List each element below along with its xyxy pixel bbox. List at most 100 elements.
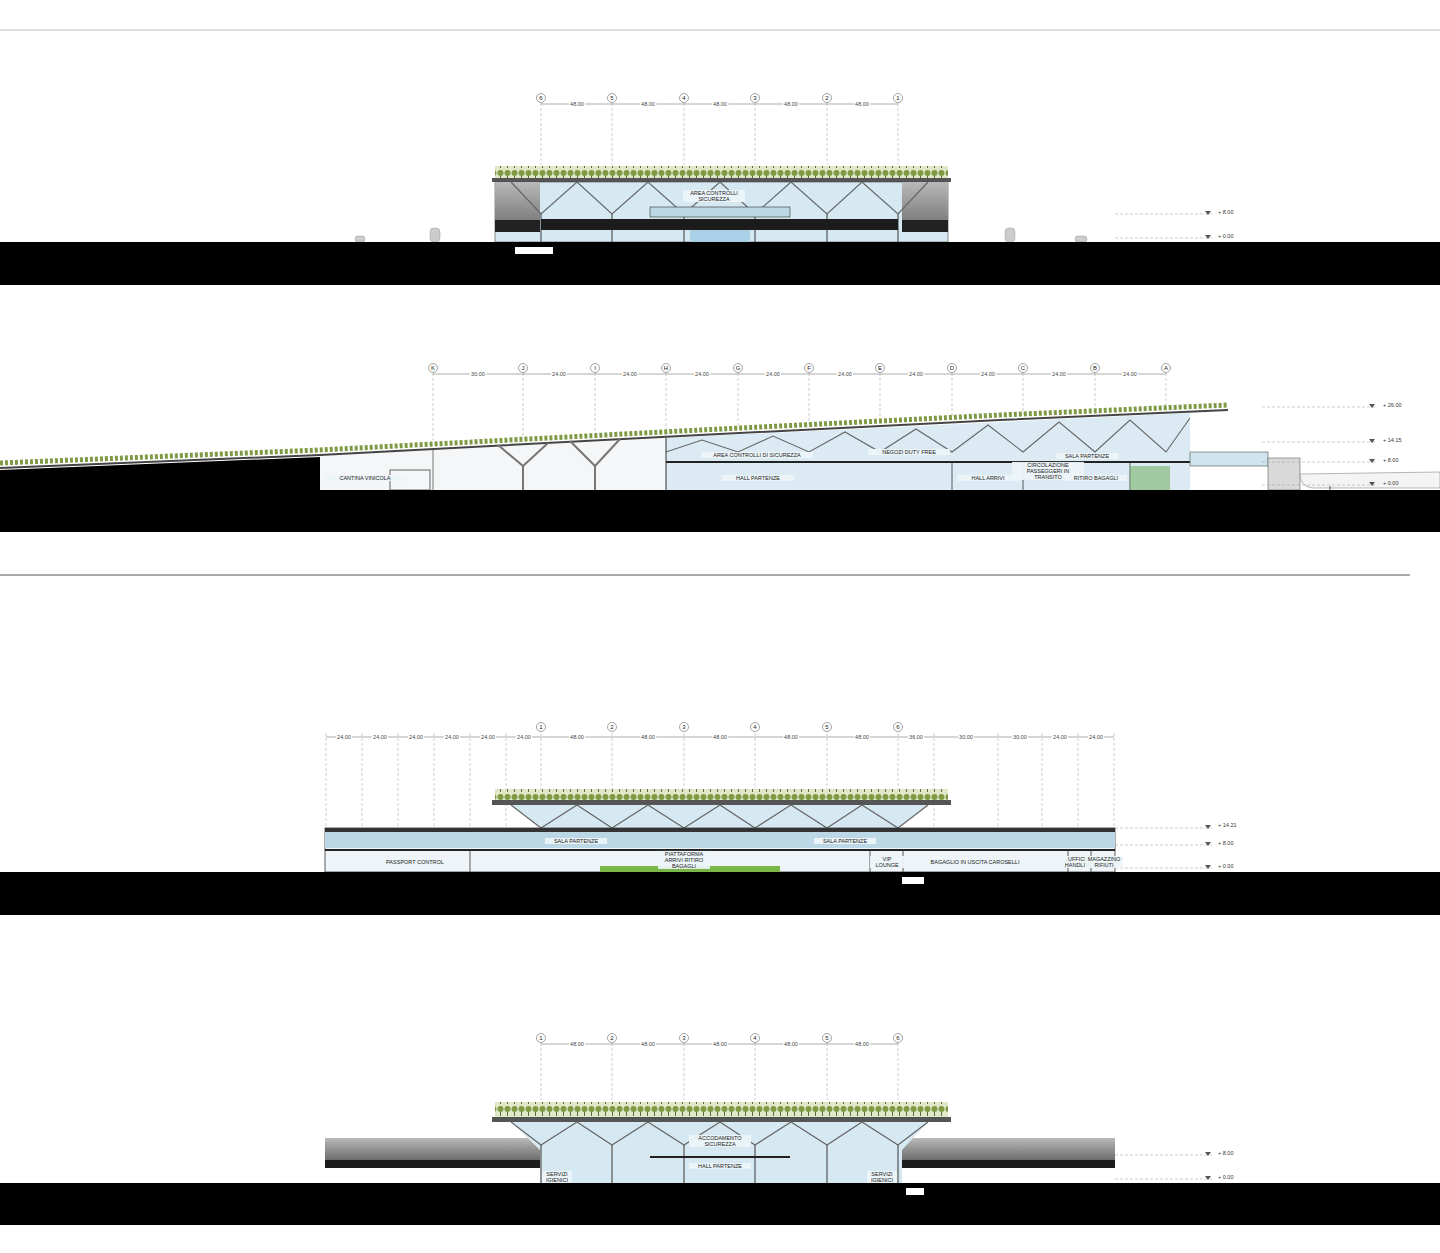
- dimension-label: 36.00: [908, 734, 924, 740]
- grid-axis-label: 6: [896, 724, 899, 731]
- dimension-label: 48.00: [712, 1041, 728, 1047]
- room-label: SERVIZI IGIENICI: [542, 1171, 572, 1183]
- room-label: PIATTAFORMA ARRIVI RITIRO BAGAGLI: [658, 851, 710, 869]
- dimension-label: 48.00: [783, 734, 799, 740]
- section-4: [0, 1034, 1440, 1226]
- grid-axis-label: 3: [682, 1035, 685, 1042]
- grid-axis-label: 4: [753, 724, 756, 731]
- dimension-label: 48.00: [569, 101, 585, 107]
- grid-axis-label: 2: [825, 95, 828, 102]
- room-label: AREA CONTROLLI SICUREZZA: [683, 190, 745, 202]
- dimension-label: 48.00: [640, 101, 656, 107]
- room-label: NEGOZI DUTY FREE: [868, 449, 950, 455]
- grid-axis-label: 5: [610, 95, 613, 102]
- room-label: SALA PARTENZE: [814, 838, 876, 844]
- room-label: RITIRO BAGAGLI: [1065, 475, 1127, 481]
- grid-axis-label: 2: [610, 724, 613, 731]
- grid-axis-label: H: [664, 365, 668, 372]
- level-mark: + 8.00: [1218, 209, 1233, 215]
- grid-axis-label: C: [1021, 365, 1025, 372]
- dimension-label: 24.00: [1088, 734, 1104, 740]
- dimension-label: 30.00: [470, 371, 486, 377]
- room-label: AREA CONTROLLI DI SICUREZZA: [701, 452, 813, 458]
- room-label: SALA PARTENZE: [545, 838, 607, 844]
- dimension-label: 48.00: [854, 1041, 870, 1047]
- level-mark: + 0.00: [1383, 480, 1398, 486]
- dimension-label: 24.00: [908, 371, 924, 377]
- dimension-label: 24.00: [837, 371, 853, 377]
- grid-axis-label: J: [522, 365, 525, 372]
- grid-axis-label: A: [1164, 365, 1168, 372]
- level-mark: + 0.00: [1218, 1174, 1233, 1180]
- section-3: [0, 723, 1440, 916]
- dimension-label: 30.00: [1012, 734, 1028, 740]
- dimension-label: 24.00: [336, 734, 352, 740]
- level-mark: + 0.00: [1218, 863, 1233, 869]
- room-label: PASSPORT CONTROL: [379, 859, 451, 865]
- room-label: VIP LOUNGE: [870, 856, 904, 868]
- section-1: [0, 94, 1440, 286]
- dimension-label: 24.00: [372, 734, 388, 740]
- room-label: SALA PARTENZE: [1056, 453, 1118, 459]
- grid-axis-label: 4: [682, 95, 685, 102]
- grid-axis-label: I: [594, 365, 596, 372]
- dimension-label: 24.00: [444, 734, 460, 740]
- grid-axis-label: G: [736, 365, 741, 372]
- room-label: MAGAZZINO RIFIUTI: [1085, 856, 1123, 868]
- grid-axis-label: 1: [539, 1035, 542, 1042]
- dimension-label: 24.00: [516, 734, 532, 740]
- grid-axis-label: 6: [896, 1035, 899, 1042]
- dimension-label: 48.00: [854, 734, 870, 740]
- dimension-label: 30.00: [958, 734, 974, 740]
- grid-axis-label: 3: [682, 724, 685, 731]
- section-2: [0, 364, 1440, 533]
- level-mark: + 14.21: [1218, 822, 1237, 828]
- dimension-label: 48.00: [783, 101, 799, 107]
- dimension-label: 48.00: [712, 101, 728, 107]
- grid-axis-label: F: [807, 365, 811, 372]
- grid-axis-label: B: [1093, 365, 1097, 372]
- dimension-label: 24.00: [551, 371, 567, 377]
- grid-axis-label: 1: [896, 95, 899, 102]
- room-label: CANTINA VINICOLA: [324, 475, 406, 481]
- room-label: ACCODAMENTO SICUREZZA: [689, 1135, 751, 1147]
- grid-axis-label: 5: [825, 1035, 828, 1042]
- grid-axis-label: D: [950, 365, 954, 372]
- dimension-label: 24.00: [480, 734, 496, 740]
- dimension-label: 24.00: [980, 371, 996, 377]
- grid-axis-label: K: [431, 365, 435, 372]
- grid-axis-label: 1: [539, 724, 542, 731]
- room-label: SERVIZI IGIENICI: [867, 1171, 897, 1183]
- dimension-label: 48.00: [783, 1041, 799, 1047]
- dimension-label: 48.00: [640, 1041, 656, 1047]
- room-label: HALL PARTENZE: [689, 1163, 751, 1169]
- dimension-label: 48.00: [569, 1041, 585, 1047]
- grid-axis-label: E: [878, 365, 882, 372]
- room-label: BAGAGLIO IN USCITA CAROSELLI: [924, 859, 1026, 865]
- level-mark: + 8.00: [1218, 840, 1233, 846]
- dimension-label: 24.00: [765, 371, 781, 377]
- dimension-label: 24.00: [694, 371, 710, 377]
- dimension-label: 24.00: [408, 734, 424, 740]
- grid-axis-label: 4: [753, 1035, 756, 1042]
- dimension-label: 24.00: [1051, 371, 1067, 377]
- dimension-label: 48.00: [640, 734, 656, 740]
- room-label: HALL PARTENZE: [722, 475, 794, 481]
- room-label: HALL ARRIVI: [957, 475, 1019, 481]
- level-mark: + 26.00: [1383, 402, 1402, 408]
- level-mark: + 14.15: [1383, 437, 1402, 443]
- dimension-label: 24.00: [1052, 734, 1068, 740]
- level-mark: + 8.00: [1218, 1150, 1233, 1156]
- dimension-label: 24.00: [1122, 371, 1138, 377]
- dimension-label: 48.00: [569, 734, 585, 740]
- level-mark: + 8.00: [1383, 457, 1398, 463]
- grid-axis-label: 3: [753, 95, 756, 102]
- dimension-label: 48.00: [712, 734, 728, 740]
- grid-axis-label: 6: [539, 95, 542, 102]
- grid-axis-label: 5: [825, 724, 828, 731]
- dimension-label: 24.00: [622, 371, 638, 377]
- dimension-label: 48.00: [854, 101, 870, 107]
- level-mark: + 0.00: [1218, 233, 1233, 239]
